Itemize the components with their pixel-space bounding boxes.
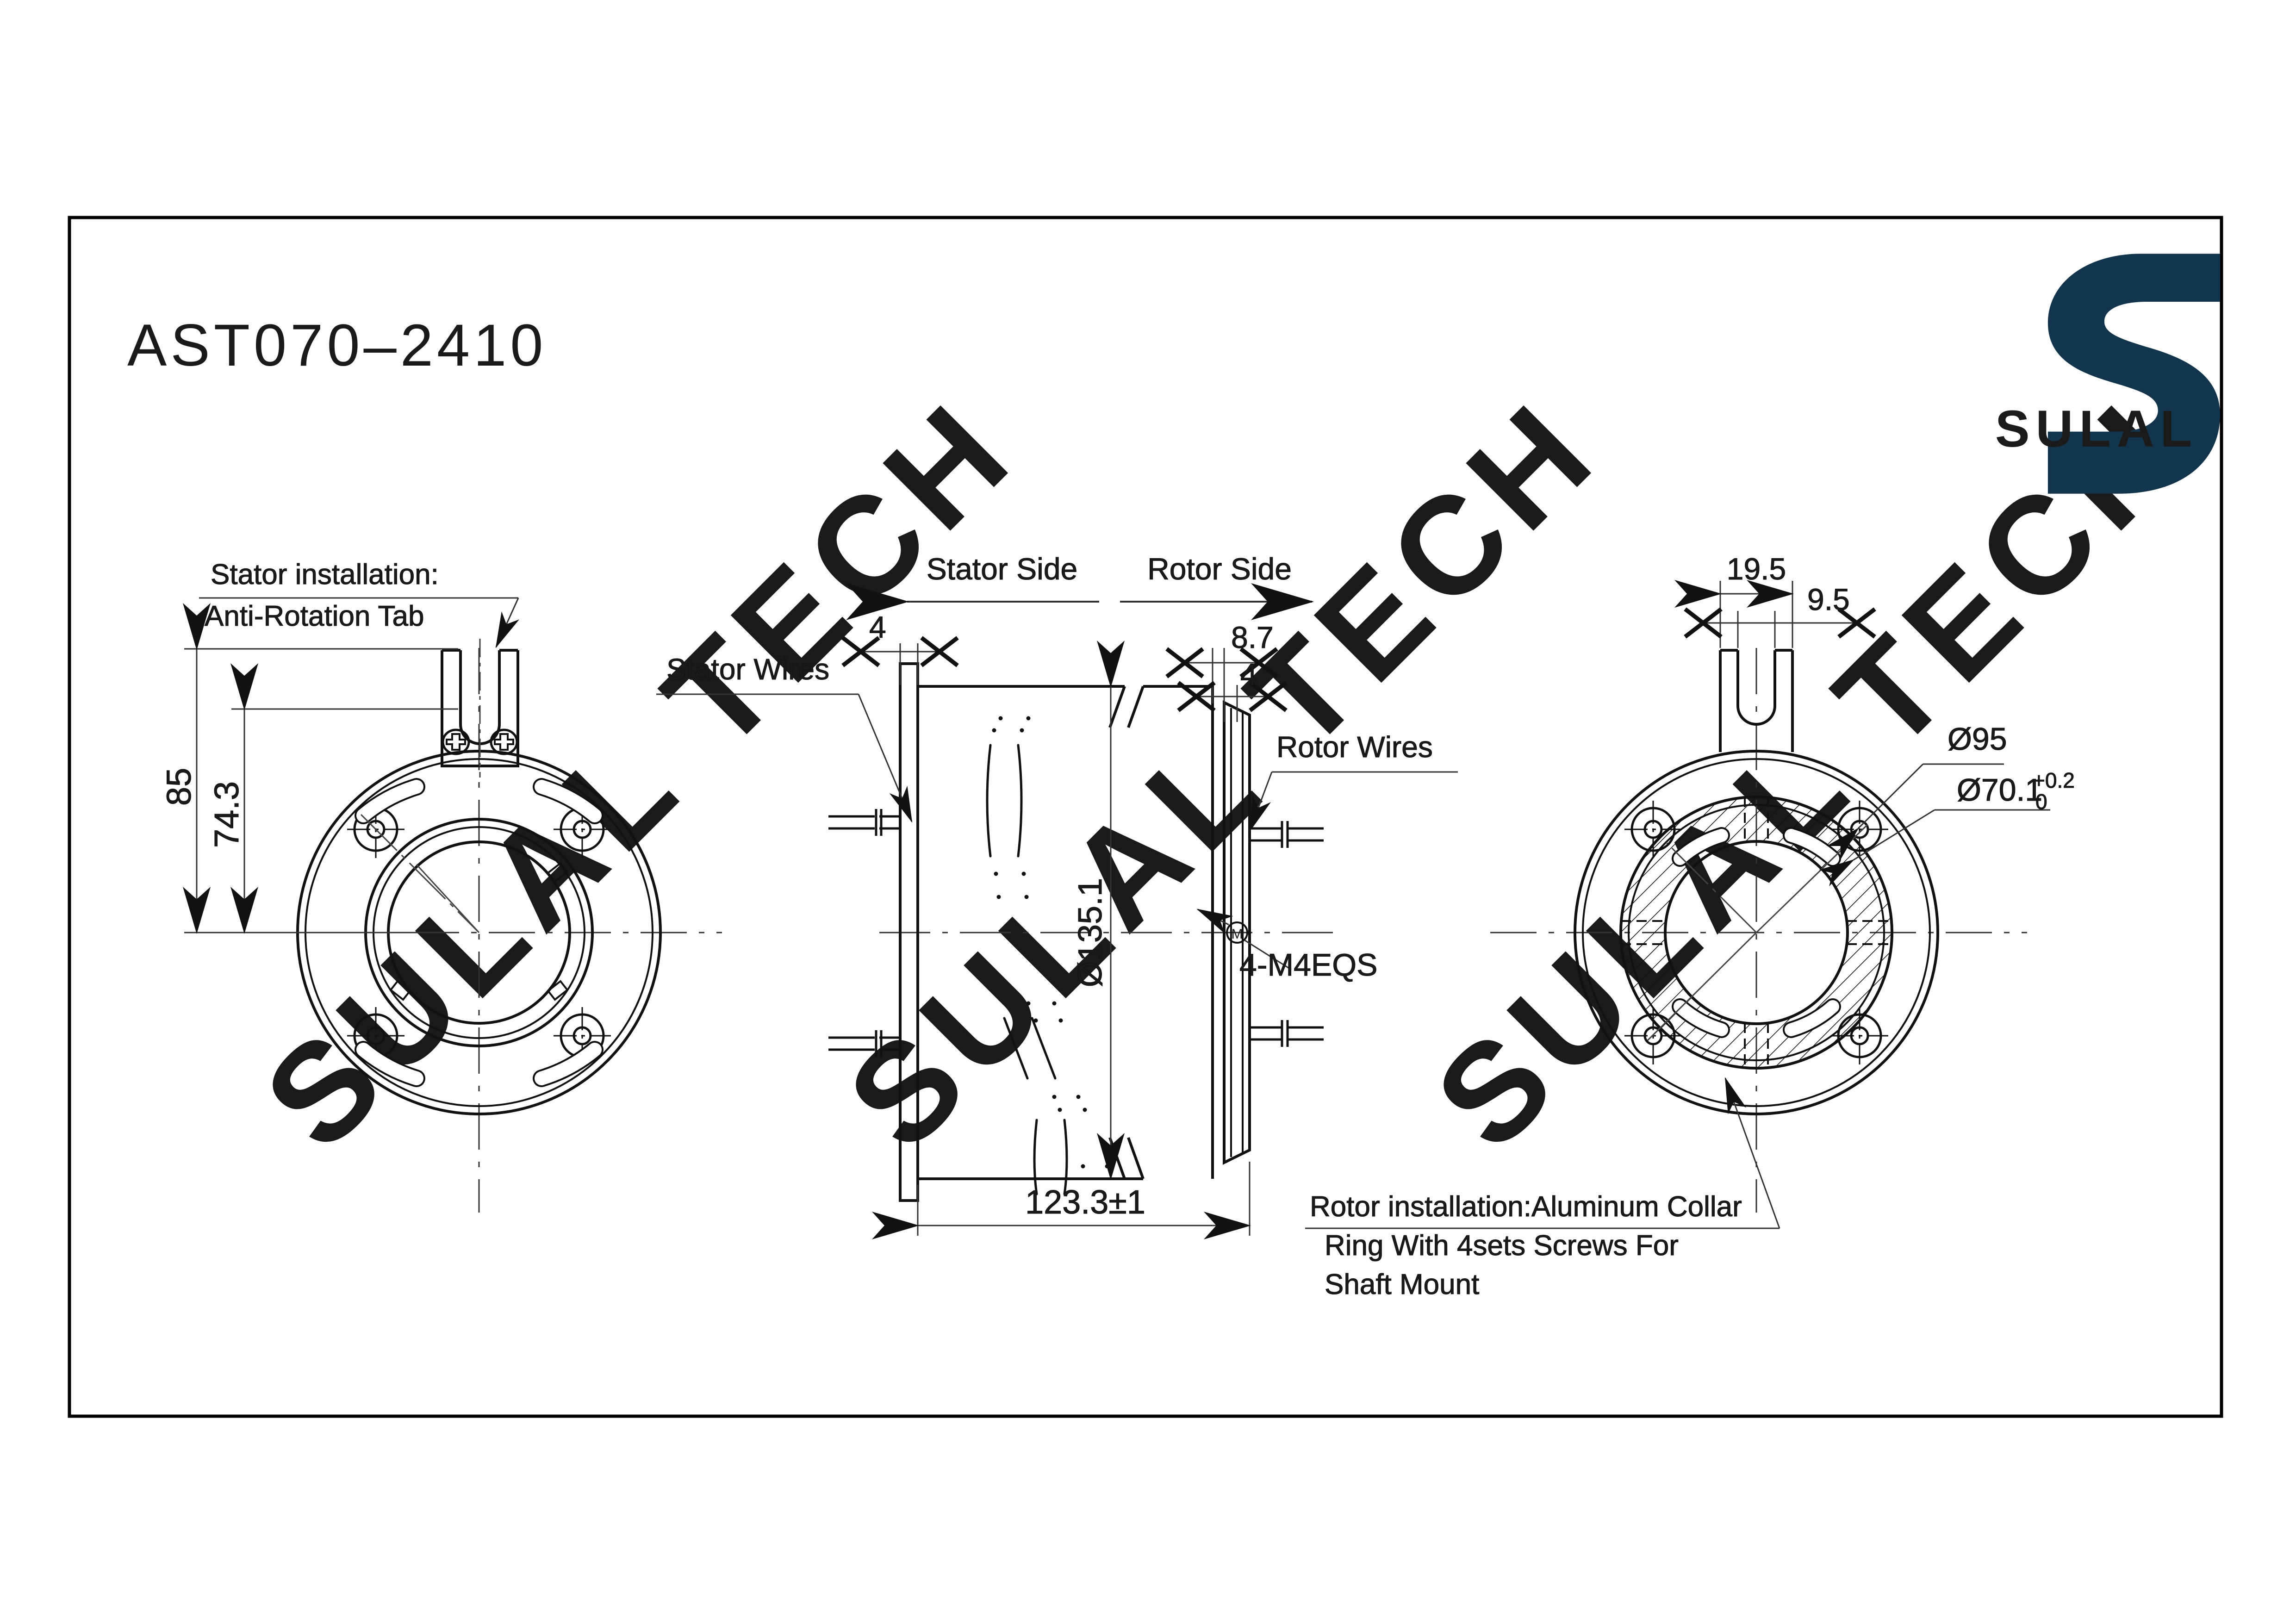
rotor-wires-callout (1249, 771, 1458, 833)
rotor-side-label: Rotor Side (1147, 552, 1292, 586)
rotor-wires-label: Rotor Wires (1276, 730, 1433, 764)
dim-19-5-label: 19.5 (1727, 552, 1786, 586)
rotor-wires-geom (1250, 821, 1324, 1047)
dim-d95-label: Ø95 (1948, 722, 2007, 757)
screw-spec-callout (1196, 908, 1292, 971)
dim-85-label: 85 (160, 768, 198, 806)
dim-74-3-label: 74.3 (207, 781, 246, 848)
dim-d95-leader (1826, 763, 2004, 860)
logo-wordmark: SULAL (1995, 400, 2198, 458)
dim-8-7-label: 8.7 (1231, 620, 1274, 654)
dim-4-left-label: 4 (869, 610, 886, 644)
dim-d70-1-tol-lower: 0 (2035, 790, 2047, 814)
arc-slot-group (355, 778, 604, 1087)
rotor-install-line2: Ring With 4sets Screws For (1325, 1230, 1679, 1262)
dim-d70-1-leader (1819, 809, 2050, 887)
rotor-install-line3: Shaft Mount (1325, 1269, 1479, 1300)
s-swirl-icon (2047, 254, 2220, 494)
stator-install-callout (199, 597, 520, 648)
dim-123-3-label: 123.3±1 (1025, 1184, 1145, 1221)
sheet-border (68, 216, 2223, 1418)
stator-wires-label: Stator Wires (666, 653, 829, 686)
dim-4-right-label: 4 (1240, 657, 1257, 691)
left-view: 85 74.3 Stator installation: Anti-Rotati… (160, 559, 722, 1213)
drawing-title: AST070–2410 (127, 312, 547, 379)
middle-view: M Stator Side Rotor Side 4 8.7 4 (656, 552, 1458, 1239)
anti-rotation-tab (441, 639, 519, 778)
dim-19-5 (1674, 580, 1794, 648)
screw-spec-label: 4-M4EQS (1239, 947, 1378, 983)
stator-wires-callout (656, 693, 913, 823)
stator-install-line2: Anti-Rotation Tab (205, 600, 424, 632)
svg-text:M: M (1232, 927, 1243, 942)
dim-9-5 (1684, 607, 1876, 648)
stator-wires-geom (828, 809, 900, 1057)
dim-9-5-label: 9.5 (1807, 582, 1850, 616)
stator-side-label: Stator Side (927, 552, 1078, 586)
bolt-hole-group (1624, 801, 1888, 1064)
dim-123-3 (872, 1162, 1251, 1239)
sulal-logo: SULAL (1995, 254, 2220, 494)
dim-4-left (841, 636, 959, 685)
stator-install-line1: Stator installation: (211, 559, 439, 591)
dim-d135-1-label: Ø135.1 (1072, 878, 1109, 987)
dim-74-3 (230, 663, 458, 934)
rotor-install-callout (1305, 1077, 1780, 1229)
dim-d70-1-label: Ø70.1 (1957, 772, 2042, 808)
dim-4-right (1177, 681, 1288, 722)
anti-rotation-tab (1719, 649, 1794, 752)
dim-d70-1-tol-upper: +0.2 (2033, 768, 2075, 792)
right-view: 19.5 9.5 Ø95 Ø70.1 +0.2 0 Rotor installa… (1305, 552, 2075, 1301)
rotor-install-line1: Rotor installation:Aluminum Collar (1310, 1191, 1742, 1223)
m4-screw-marker: M (1226, 921, 1248, 944)
